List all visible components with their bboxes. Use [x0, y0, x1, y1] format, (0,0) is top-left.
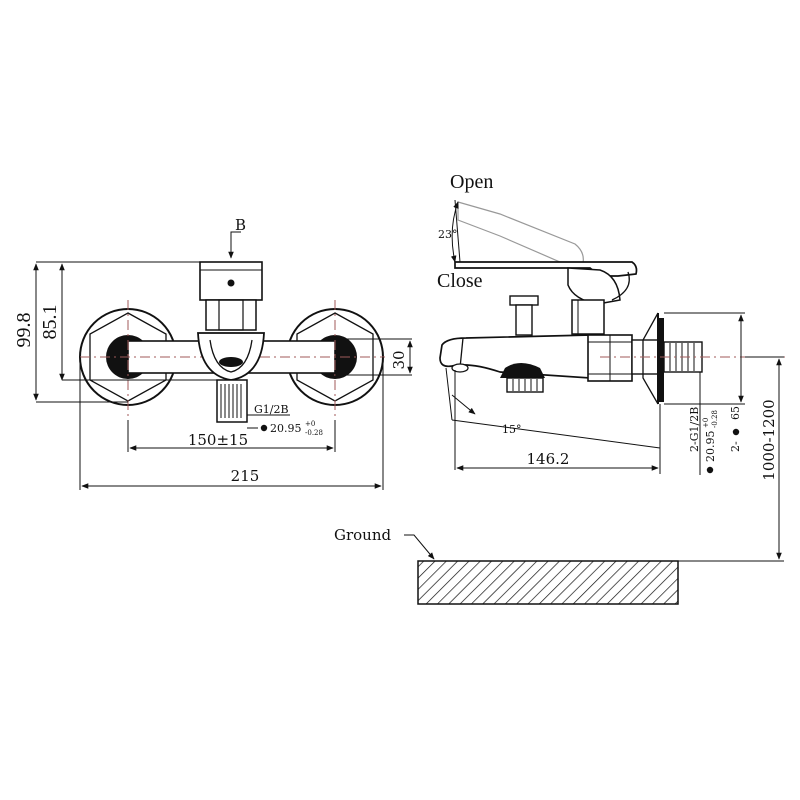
diverter-knob	[509, 295, 539, 336]
front-thread-diameter: 20.95	[270, 422, 302, 435]
angle-spout: 15°	[502, 423, 522, 436]
dim-height-center: 85.1	[39, 305, 61, 340]
cartridge-handle	[197, 261, 265, 381]
label-open: Open	[450, 171, 493, 193]
dim-height-total: 99.8	[13, 313, 35, 348]
side-view: Open Close 23° 15° 146.2 2-G1/2B 20.95 +…	[334, 171, 785, 605]
front-thread-tol-upper: +0	[305, 420, 315, 428]
front-thread-tol-lower: -0.28	[305, 429, 323, 437]
outlet-thread	[216, 379, 248, 423]
hex-nut	[587, 334, 633, 382]
label-b: B	[235, 216, 246, 234]
side-thread-label: 2-G1/2B	[688, 407, 701, 452]
side-thread-tol-upper: +0	[702, 418, 710, 428]
dim-mount-height: 1000-1200	[760, 399, 778, 480]
flange-diameter: 65	[729, 406, 742, 420]
flange-label: 2-	[729, 441, 742, 452]
ground-block	[417, 560, 679, 605]
spout	[439, 334, 591, 379]
lever-closed	[454, 261, 638, 305]
front-thread-label: G1/2B	[254, 403, 289, 416]
label-ground: Ground	[334, 526, 392, 544]
wall-flange	[658, 318, 664, 402]
side-outlet-fitting	[500, 363, 545, 393]
dim-depth: 146.2	[527, 450, 570, 468]
side-thread-diameter: 20.95	[704, 431, 717, 463]
dim-center-distance: 150±15	[188, 431, 248, 449]
label-close: Close	[437, 270, 483, 292]
angle-lever: 23°	[438, 228, 458, 241]
side-thread-tol-lower: -0.28	[711, 410, 719, 428]
dim-body-height: 30	[390, 350, 408, 369]
lever-open-ghost	[457, 201, 584, 264]
dim-overall-width: 215	[231, 467, 260, 485]
front-view: B 99.8 85.1 30 G1/2B 20.95 +0 -0.28 150±…	[13, 216, 413, 490]
